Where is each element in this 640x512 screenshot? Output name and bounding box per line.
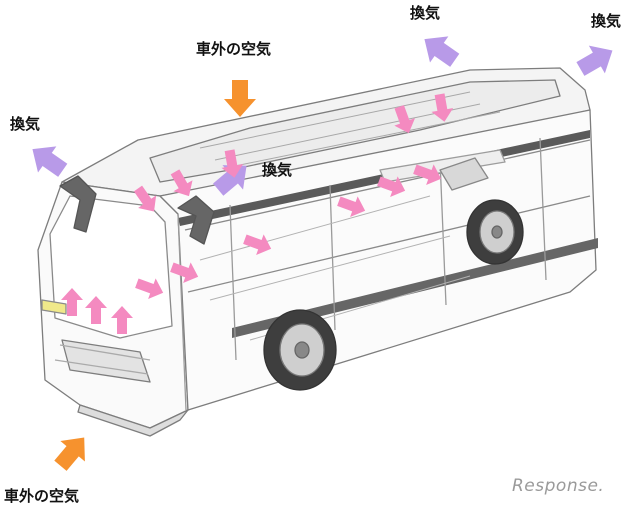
headlight (41, 299, 67, 315)
outside-air-arrow-bottom (48, 427, 97, 477)
ventilation-label-top-right: 換気 (591, 12, 622, 30)
outside-air-arrow-top (224, 80, 256, 117)
front-wheel (263, 309, 337, 391)
rear-wheel (466, 199, 524, 265)
ventilation-arrow-top-middle (415, 25, 464, 74)
right-mirror (177, 195, 215, 245)
ventilation-arrow-top-right (572, 36, 621, 83)
ventilation-arrow-left (23, 135, 72, 184)
bus-body (37, 67, 598, 437)
response-watermark: Response. (512, 476, 605, 496)
outside-air-label-bottom: 車外の空気 (4, 487, 80, 505)
windshield (49, 195, 173, 339)
front-bumper (77, 404, 189, 437)
ventilation-label-center: 換気 (262, 161, 293, 179)
ventilation-label-top-middle: 換気 (410, 4, 441, 22)
dark-stripe-lower (232, 238, 598, 338)
ventilation-label-left: 換気 (10, 115, 41, 133)
left-mirror (59, 175, 97, 233)
outside-air-label-top: 車外の空気 (196, 40, 272, 58)
